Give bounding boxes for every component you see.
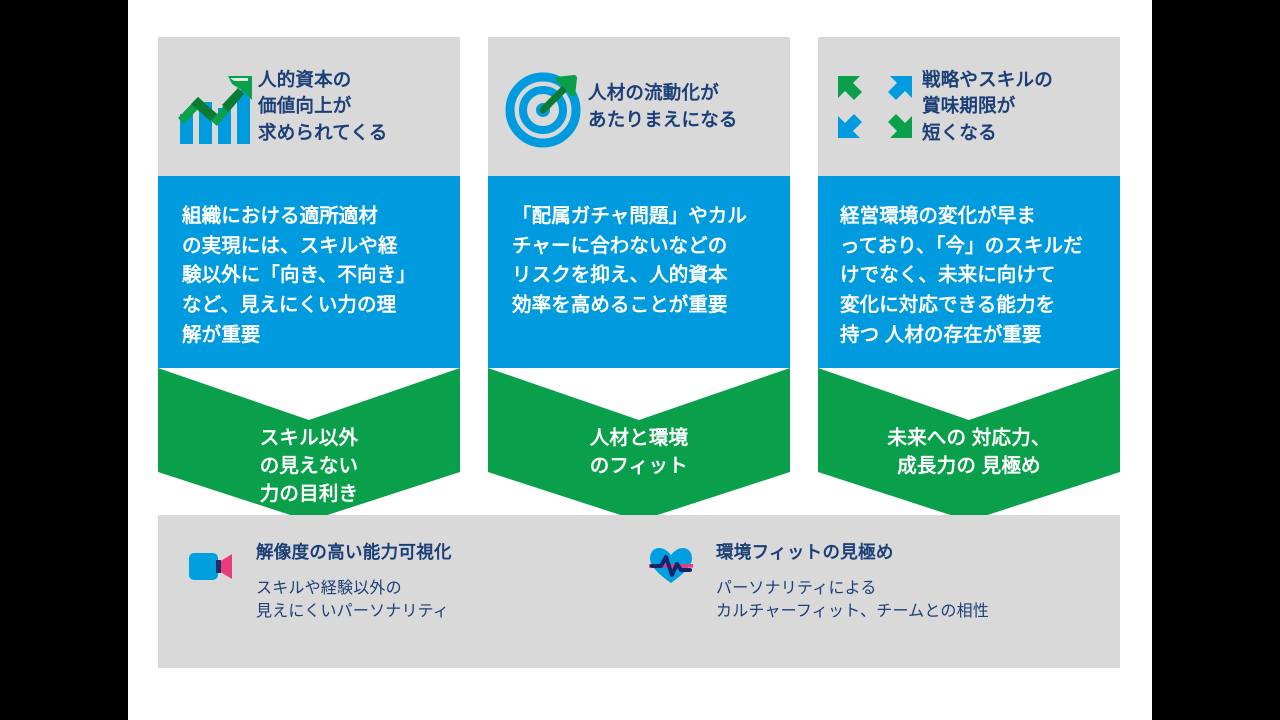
pillar-3-body-text: 経営環境の変化が早ま っており、「今」のスキルだ けでなく、未来に向けて 変化に… [840, 205, 1083, 346]
pillar-3-title: 戦略やスキルの 賞味期限が 短くなる [922, 69, 1053, 143]
bottom-note-1-title: 解像度の高い能力可視化 [256, 542, 452, 562]
bottom-note-2-title: 環境フィットの見極め [716, 542, 894, 562]
bottom-note-2-body: 環境フィットの見極め パーソナリティによる カルチャーフィット、チームとの相性 [716, 541, 989, 623]
pillar-2-title: 人材の流動化が あたりまえになる [588, 82, 738, 130]
pillar-column-3: 戦略やスキルの 賞味期限が 短くなる 経営環境の変化が早ま っており、「今」のス… [818, 37, 1120, 521]
pillar-2-header: 人材の流動化が あたりまえになる [488, 37, 790, 176]
pillar-2-body-text: 「配属ガチャ問題」やカル チャーに合わないなどの リスクを抑え、人的資本 効率を… [512, 205, 748, 316]
slide-canvas: 人的資本の 価値向上が 求められてくる 組織における適所適材 の実現には、スキル… [128, 0, 1152, 720]
bar-chart-growth-icon [172, 64, 258, 150]
pillar-column-1: 人的資本の 価値向上が 求められてくる 組織における適所適材 の実現には、スキル… [158, 37, 460, 521]
four-arrows-icon [832, 64, 918, 150]
pillar-2-arrow-text: 人材と環境 のフィット [589, 427, 689, 478]
pillar-1-body: 組織における適所適材 の実現には、スキルや経 験以外に「向き、不向き」 など、見… [158, 176, 460, 368]
pillar-3-body: 経営環境の変化が早ま っており、「今」のスキルだ けでなく、未来に向けて 変化に… [818, 176, 1120, 368]
pillar-2-body: 「配属ガチャ問題」やカル チャーに合わないなどの リスクを抑え、人的資本 効率を… [488, 176, 790, 368]
pillar-1-header: 人的資本の 価値向上が 求められてくる [158, 37, 460, 176]
pillar-2-arrow: 人材と環境 のフィット [488, 368, 790, 521]
pillar-1-body-text: 組織における適所適材 の実現には、スキルや経 験以外に「向き、不向き」 など、見… [182, 205, 416, 346]
video-camera-icon [188, 545, 234, 587]
bottom-panel: 解像度の高い能力可視化 スキルや経験以外の 見えにくいパーソナリティ 環境フィッ… [158, 515, 1120, 668]
target-dart-icon [502, 64, 588, 150]
pillar-column-2: 人材の流動化が あたりまえになる 「配属ガチャ問題」やカル チャーに合わないなど… [488, 37, 790, 521]
pillar-1-arrow: スキル以外 の見えない 力の目利き [158, 368, 460, 521]
bottom-note-1-desc: スキルや経験以外の 見えにくいパーソナリティ [256, 579, 450, 620]
bottom-note-2: 環境フィットの見極め パーソナリティによる カルチャーフィット、チームとの相性 [648, 541, 989, 623]
pillar-3-arrow: 未来への 対応力、 成長力の 見極め [818, 368, 1120, 521]
pillar-1-arrow-text: スキル以外 の見えない 力の目利き [259, 427, 359, 506]
pillar-3-header: 戦略やスキルの 賞味期限が 短くなる [818, 37, 1120, 176]
heart-pulse-icon [648, 545, 694, 587]
bottom-note-2-desc: パーソナリティによる カルチャーフィット、チームとの相性 [716, 579, 990, 620]
pillar-3-arrow-text: 未来への 対応力、 成長力の 見極め [887, 427, 1051, 478]
pillar-1-title: 人的資本の 価値向上が 求められてくる [258, 69, 388, 143]
bottom-note-1-body: 解像度の高い能力可視化 スキルや経験以外の 見えにくいパーソナリティ [256, 541, 452, 623]
bottom-note-1: 解像度の高い能力可視化 スキルや経験以外の 見えにくいパーソナリティ [188, 541, 452, 623]
